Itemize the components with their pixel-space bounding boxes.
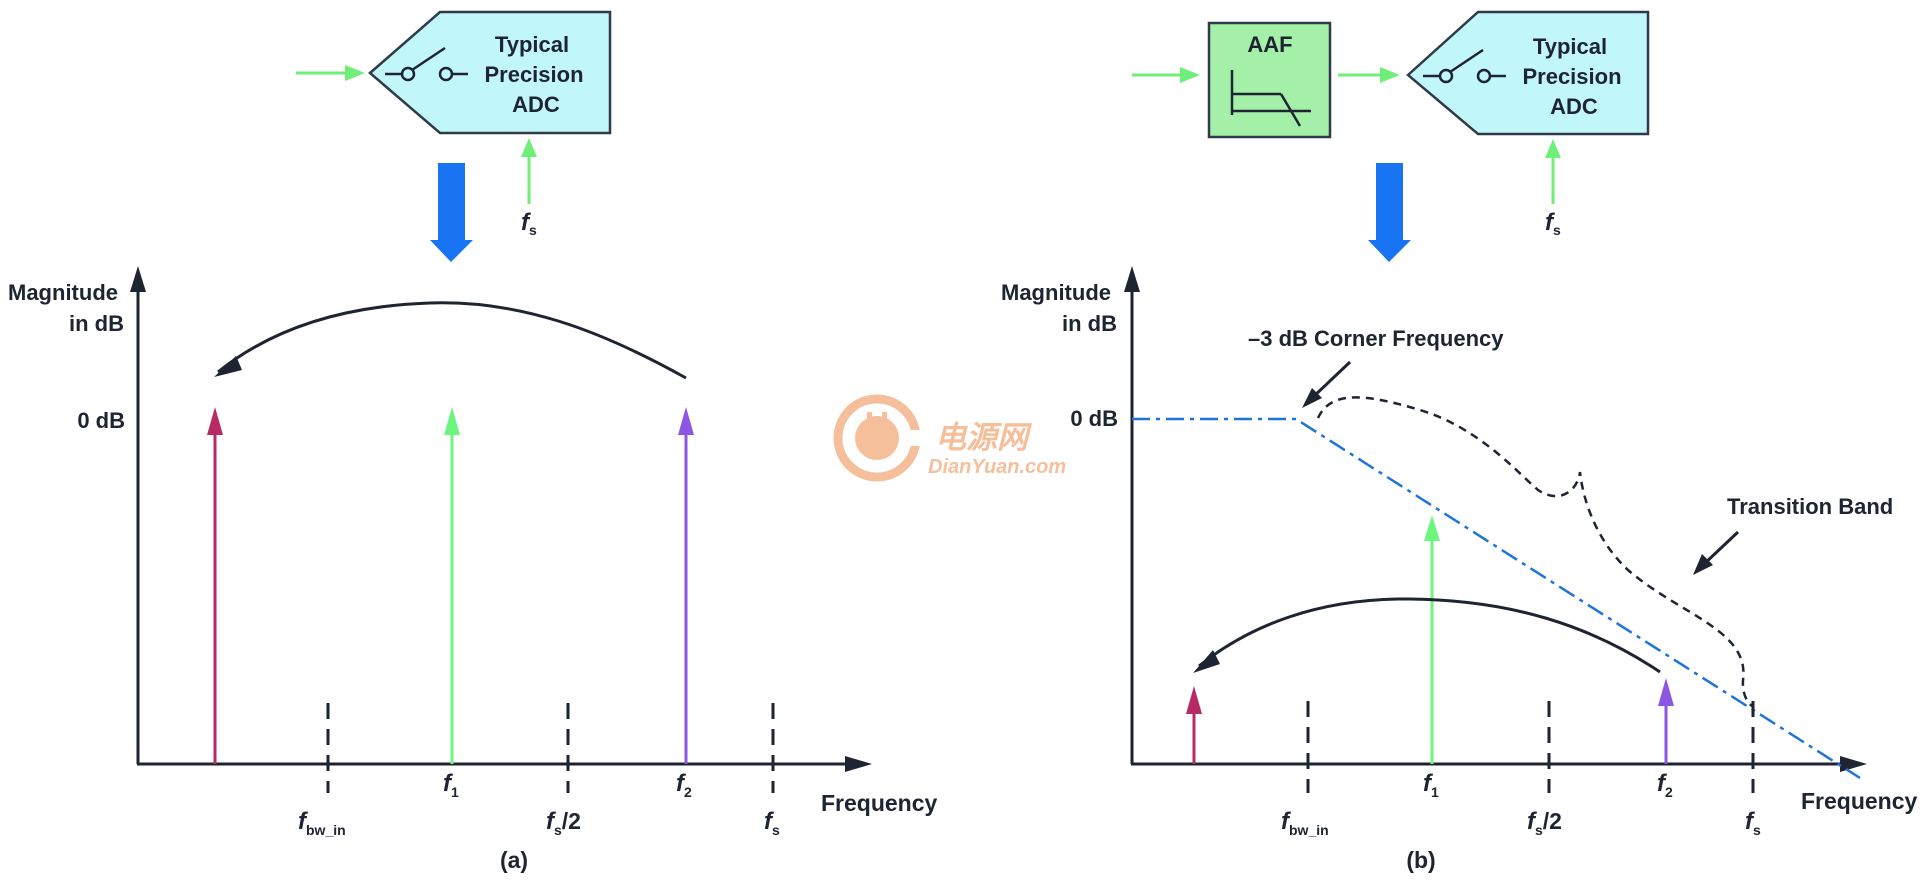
zero-db-label-b: 0 dB	[1070, 406, 1118, 431]
tone-f2	[678, 407, 694, 764]
transition-band-brace	[1316, 396, 1753, 707]
label-fbw-in: fbw_in	[298, 808, 346, 838]
corner-frequency-label: –3 dB Corner Frequency	[1248, 326, 1504, 351]
label-fs-half-b: fs/2	[1527, 808, 1562, 838]
clock-arrow-b	[1545, 139, 1561, 204]
axes	[130, 266, 872, 772]
fold-arrow-b	[1198, 597, 1661, 674]
y-axis-label-line1-b: Magnitude	[1001, 280, 1111, 305]
clock-label-b: fs	[1545, 209, 1561, 238]
tone-f1-b	[1424, 515, 1440, 764]
watermark-en: DianYuan.com	[928, 456, 1066, 478]
watermark-cn: 电源网	[935, 420, 1033, 456]
watermark: 电源网 DianYuan.com	[833, 394, 1066, 482]
x-axis-label: Frequency	[821, 790, 938, 816]
label-f2: f2	[676, 770, 692, 800]
transition-band-label: Transition Band	[1727, 494, 1893, 519]
switch-icon	[385, 46, 468, 82]
fold-arrowhead	[214, 356, 242, 377]
panel-b: AAF Typical Precision	[1001, 10, 1918, 873]
caption-a: (a)	[500, 847, 528, 873]
adc-label-line3: ADC	[512, 92, 560, 117]
label-f1-b: f1	[1423, 770, 1439, 800]
adc-label-line3: ADC	[1550, 94, 1598, 119]
output-arrow-b	[1368, 163, 1411, 262]
label-fs: fs	[764, 808, 780, 838]
lowpass-filter-icon	[1230, 70, 1311, 127]
plug-logo-icon	[833, 394, 931, 482]
corner-pointer-head	[1302, 388, 1322, 408]
zero-db-label: 0 dB	[77, 408, 125, 433]
y-axis-label-line2: in dB	[69, 311, 124, 336]
transition-pointer-head	[1693, 554, 1713, 575]
clock-label: fs	[521, 209, 537, 238]
transition-pointer	[1701, 530, 1740, 567]
clock-arrow	[521, 138, 537, 204]
label-fbw-in-b: fbw_in	[1281, 808, 1329, 838]
adc-label-line1: Typical	[495, 32, 569, 57]
tone-f1	[444, 407, 460, 764]
filter-response-curve	[1132, 417, 1861, 780]
aaf-label: AAF	[1247, 32, 1292, 57]
switch-icon	[1423, 48, 1506, 84]
corner-pointer	[1310, 360, 1352, 400]
label-f2-b: f2	[1657, 770, 1673, 800]
adc-label-line1: Typical	[1533, 34, 1607, 59]
x-axis-label-b: Frequency	[1801, 788, 1918, 814]
adc-label-line2: Precision	[484, 62, 583, 87]
aaf-block: AAF	[1207, 21, 1332, 139]
aaf-to-adc-arrow	[1338, 67, 1400, 83]
y-axis-label-line1: Magnitude	[8, 280, 118, 305]
label-f1: f1	[443, 770, 459, 800]
panel-a: Typical Precision ADC fs Magnitude in dB…	[8, 10, 938, 873]
label-fs-b: fs	[1745, 808, 1761, 838]
caption-b: (b)	[1406, 847, 1435, 873]
adc-label-line2: Precision	[1522, 64, 1621, 89]
tone-f2-b	[1658, 678, 1674, 764]
adc-block: Typical Precision ADC	[368, 10, 612, 135]
output-arrow	[430, 163, 473, 262]
input-arrow-b	[1132, 67, 1200, 83]
fold-arrow	[217, 301, 687, 380]
input-arrow	[296, 65, 365, 81]
tone-alias-b	[1186, 686, 1202, 764]
label-fs-half: fs/2	[546, 808, 581, 838]
adc-block-b: Typical Precision ADC	[1406, 10, 1650, 136]
tone-alias	[207, 407, 223, 764]
y-axis-label-line2-b: in dB	[1062, 311, 1117, 336]
axes-b	[1124, 266, 1867, 772]
fold-arrowhead-b	[1193, 650, 1220, 673]
